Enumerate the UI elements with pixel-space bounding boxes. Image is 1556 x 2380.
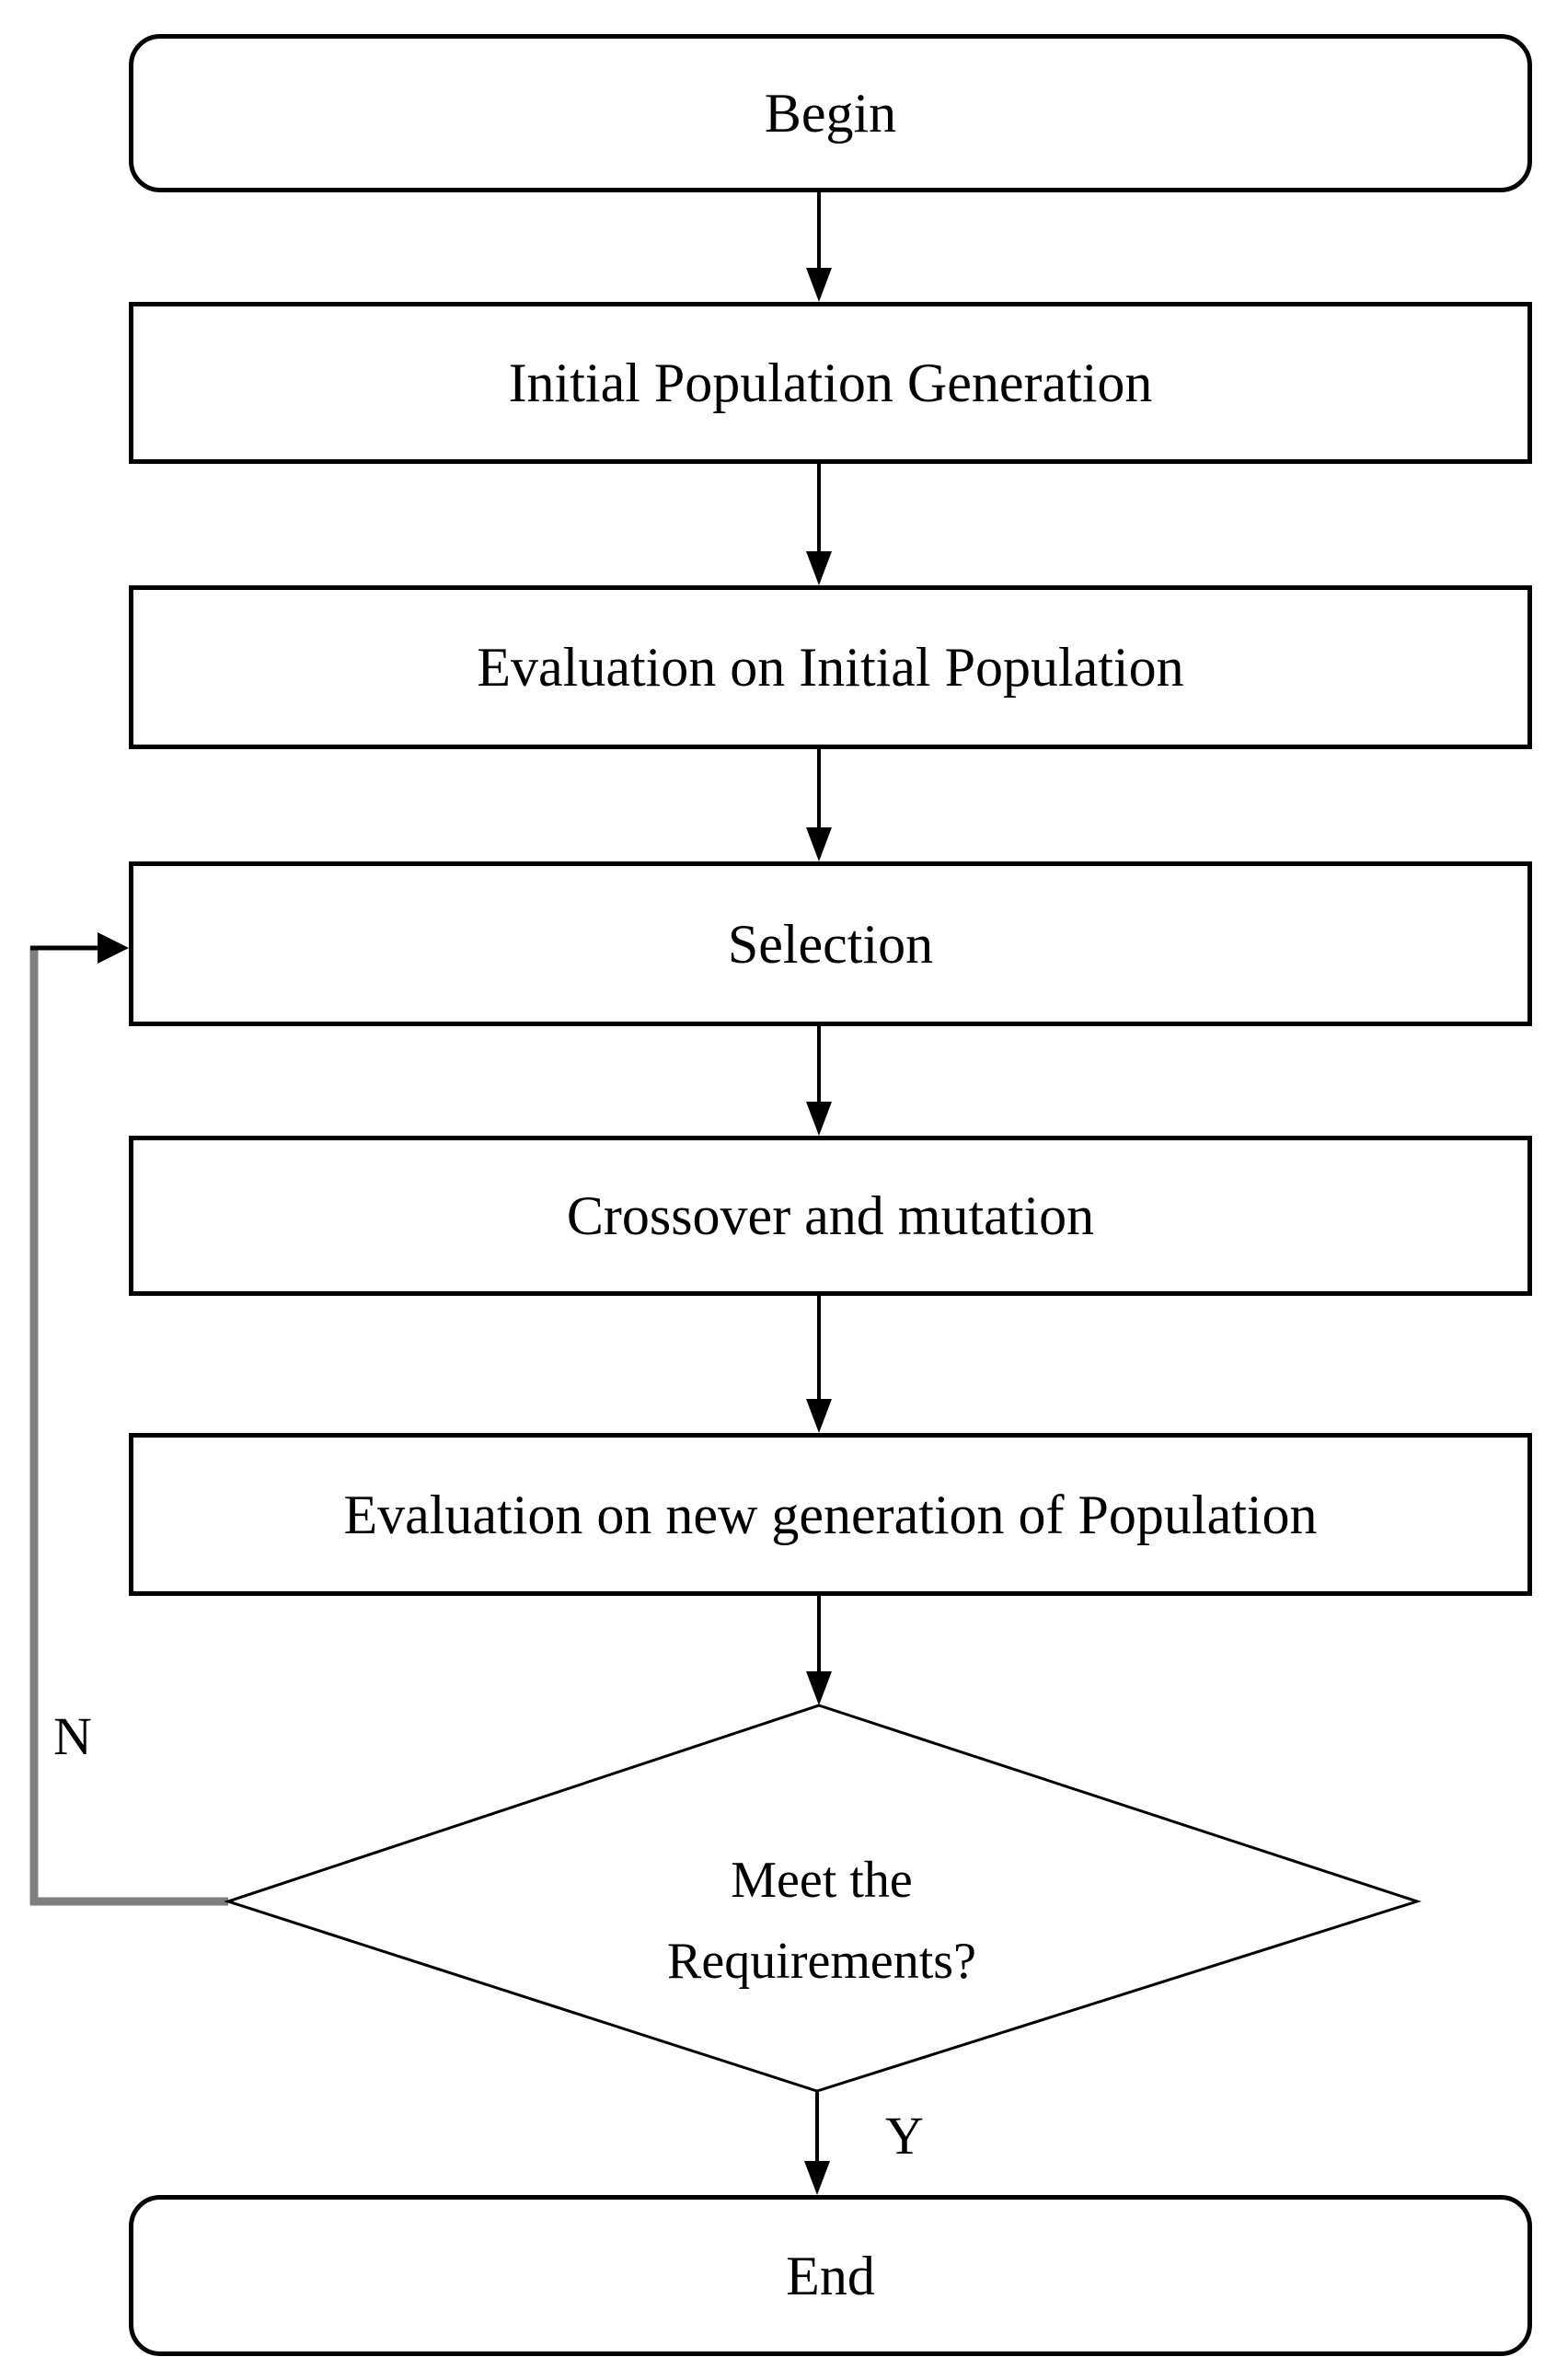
node-end-label: End bbox=[786, 2245, 875, 2306]
node-evaluation-initial-population: Evaluation on Initial Population bbox=[129, 585, 1532, 749]
node-initial-population-generation-label: Initial Population Generation bbox=[508, 352, 1153, 413]
node-begin-label: Begin bbox=[764, 83, 897, 144]
arrow-selection-to-crossover bbox=[806, 1026, 832, 1136]
arrow-newevaluation-to-decision bbox=[806, 1596, 832, 1705]
arrow-evaluation-to-selection bbox=[806, 749, 832, 861]
edge-label-yes: Y bbox=[885, 2106, 924, 2166]
node-evaluation-new-generation-label: Evaluation on new generation of Populati… bbox=[343, 1484, 1318, 1545]
arrow-begin-to-initial bbox=[806, 192, 832, 302]
arrow-decision-to-end bbox=[804, 2091, 830, 2195]
node-end: End bbox=[129, 2195, 1532, 2356]
node-selection: Selection bbox=[129, 861, 1532, 1026]
node-selection-label: Selection bbox=[727, 913, 934, 975]
node-initial-population-generation: Initial Population Generation bbox=[129, 302, 1532, 464]
node-evaluation-new-generation: Evaluation on new generation of Populati… bbox=[129, 1433, 1532, 1596]
node-decision-label-line1: Meet the bbox=[731, 1852, 913, 1909]
node-crossover-and-mutation-label: Crossover and mutation bbox=[566, 1185, 1095, 1246]
no-loop-connector bbox=[29, 932, 228, 1906]
node-evaluation-initial-population-label: Evaluation on Initial Population bbox=[477, 637, 1184, 698]
node-crossover-and-mutation: Crossover and mutation bbox=[129, 1136, 1532, 1296]
node-decision-label: Meet the Requirements? bbox=[362, 1840, 1282, 2002]
edge-label-no: N bbox=[53, 1706, 92, 1766]
node-decision-label-line2: Requirements? bbox=[667, 1933, 976, 1990]
arrow-initial-to-evaluation bbox=[806, 464, 832, 585]
node-begin: Begin bbox=[129, 34, 1532, 192]
arrow-crossover-to-newevaluation bbox=[806, 1296, 832, 1433]
